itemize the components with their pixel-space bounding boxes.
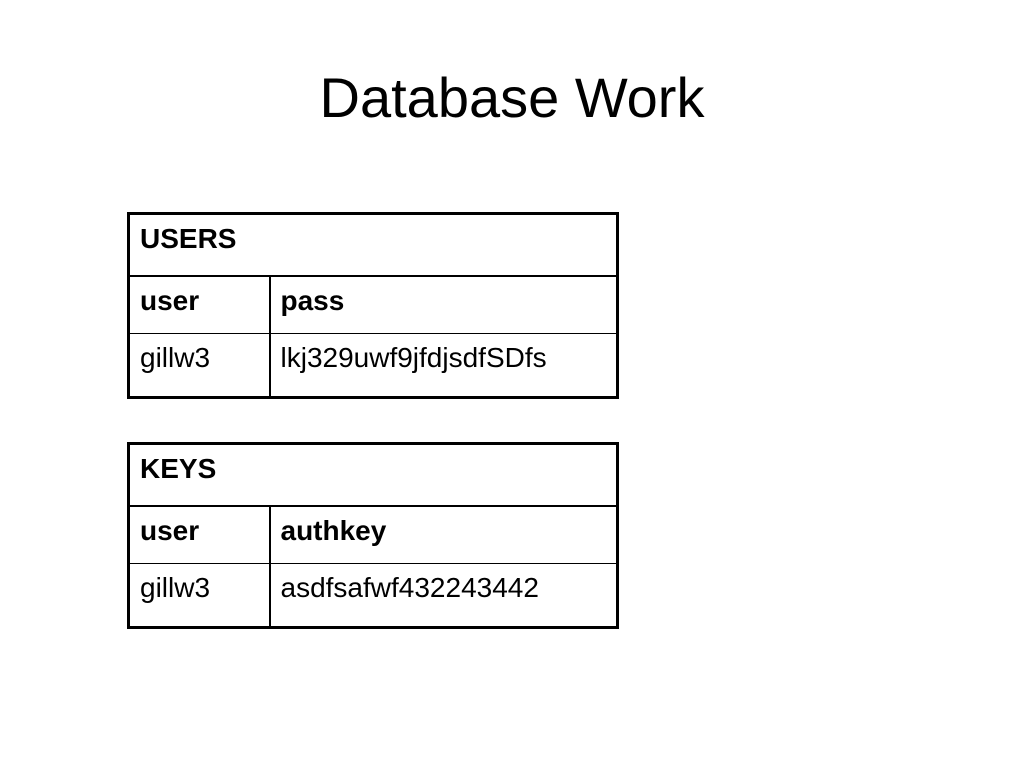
table-cell-user: gillw3 <box>128 563 271 628</box>
table-cell-user: gillw3 <box>128 333 271 398</box>
page-title: Database Work <box>319 66 705 129</box>
column-header-pass: pass <box>269 275 618 334</box>
table-header-row: user pass <box>128 275 618 334</box>
table-name: USERS <box>128 213 618 277</box>
table-title-row: KEYS <box>128 443 618 507</box>
table-row: gillw3 asdfsafwf432243442 <box>128 563 618 628</box>
users-table: USERS user pass gillw3 lkj329uwf9jfdjsdf… <box>127 212 619 399</box>
column-header-user: user <box>128 505 271 564</box>
column-header-authkey: authkey <box>269 505 618 564</box>
keys-table: KEYS user authkey gillw3 asdfsafwf432243… <box>127 442 619 629</box>
table-name: KEYS <box>128 443 618 507</box>
column-header-user: user <box>128 275 271 334</box>
table-cell-pass: lkj329uwf9jfdjsdfSDfs <box>269 333 618 398</box>
table-cell-authkey: asdfsafwf432243442 <box>269 563 618 628</box>
table-header-row: user authkey <box>128 505 618 564</box>
table-title-row: USERS <box>128 213 618 277</box>
table-row: gillw3 lkj329uwf9jfdjsdfSDfs <box>128 333 618 398</box>
